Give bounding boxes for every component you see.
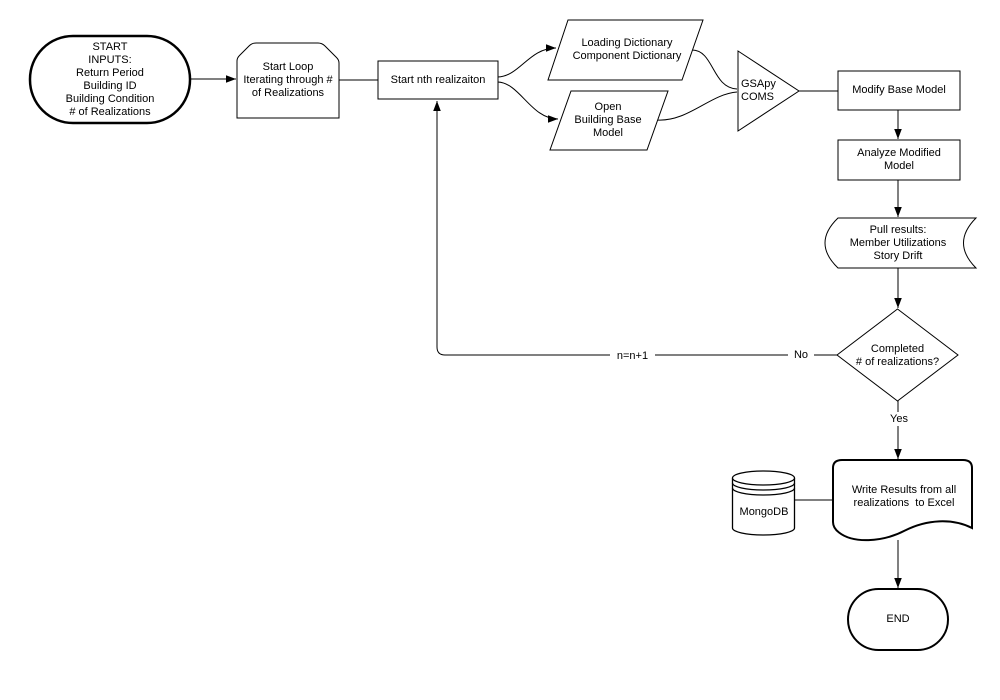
edge-label-no: No bbox=[788, 348, 814, 362]
analyze-model-node-label: Analyze Modified Model bbox=[857, 147, 941, 172]
end-terminator-shape bbox=[847, 588, 949, 651]
mongodb-cylinder-body bbox=[731, 478, 796, 536]
write-results-document-shape bbox=[832, 459, 973, 542]
modify-model-node-label: Modify Base Model bbox=[852, 84, 946, 96]
edge-nth-to-loading-dict bbox=[497, 44, 557, 78]
edge-label-yes: Yes bbox=[886, 412, 912, 426]
edge-label-increment: n=n+1 bbox=[610, 349, 655, 363]
gsapy-triangle-shape bbox=[737, 50, 800, 132]
edge-nth-to-open-model bbox=[497, 81, 559, 123]
mongodb-cylinder-top bbox=[731, 470, 796, 486]
write-results-node-label: Write Results from all realizations to E… bbox=[851, 483, 957, 509]
loading-dictionary-parallelogram-shape bbox=[547, 19, 704, 81]
edge-loading-dict-to-gsapy bbox=[691, 49, 738, 90]
start-terminator-shape bbox=[28, 34, 192, 125]
decision-diamond-shape bbox=[836, 308, 959, 402]
mongodb-database-shape bbox=[731, 470, 796, 536]
mongodb-node-label: MongoDB bbox=[739, 505, 789, 518]
start-loop-limit-shape bbox=[236, 42, 340, 119]
nth-realization-node-label: Start nth realizaiton bbox=[390, 73, 486, 86]
gsapy-node-label: GSApy COMS bbox=[741, 78, 776, 103]
nth-realization-process-shape bbox=[377, 60, 499, 100]
edge-decision-no-loopback bbox=[433, 101, 837, 356]
decision-node-label: Completed # of realizations? bbox=[855, 342, 940, 368]
edge-open-model-to-gsapy bbox=[656, 91, 738, 121]
pull-results-stored-data-shape bbox=[824, 217, 978, 269]
start-loop-node-label: Start Loop Iterating through # of Realiz… bbox=[243, 61, 333, 99]
open-base-model-node-label: Open Building Base Model bbox=[574, 101, 642, 139]
mongodb-cylinder-ring-2 bbox=[731, 487, 796, 496]
loading-dictionary-node-label: Loading Dictionary Component Dictionary bbox=[572, 36, 682, 62]
pull-results-node-label: Pull results: Member Utilizations Story … bbox=[849, 224, 947, 262]
end-node-label: END bbox=[886, 613, 910, 625]
analyze-model-process-shape bbox=[837, 139, 961, 181]
open-base-model-parallelogram-shape bbox=[549, 90, 669, 151]
modify-model-process-shape bbox=[837, 70, 961, 111]
mongodb-cylinder-ring-1 bbox=[731, 482, 796, 491]
start-node-label: START INPUTS: Return Period Building ID … bbox=[65, 40, 155, 118]
